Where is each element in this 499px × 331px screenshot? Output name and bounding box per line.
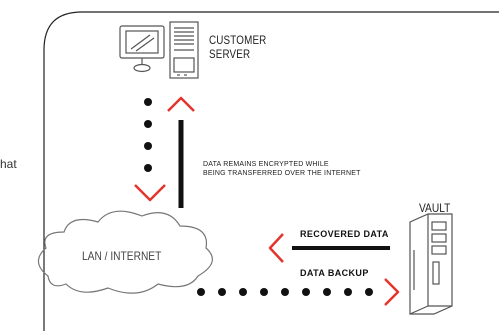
vault-label: VAULT (419, 201, 451, 215)
download-dots (144, 98, 152, 172)
server-tower-icon (169, 21, 199, 79)
encrypted-note: DATA REMAINS ENCRYPTED WHILE BEING TRANS… (203, 160, 361, 178)
up-arrow-icon (167, 96, 195, 112)
customer-label-line-1: CUSTOMER (209, 33, 267, 47)
lan-internet-label: LAN / INTERNET (82, 249, 162, 263)
cut-off-text: hat (0, 157, 17, 171)
down-arrow-icon (134, 184, 166, 202)
backup-dots (197, 288, 373, 296)
recovered-data-label: RECOVERED DATA (300, 229, 389, 239)
encrypted-note-line-2: BEING TRANSFERRED OVER THE INTERNET (203, 170, 361, 177)
data-backup-label: DATA BACKUP (300, 268, 369, 278)
encrypted-note-line-1: DATA REMAINS ENCRYPTED WHILE (203, 161, 329, 168)
customer-label-line-2: SERVER (209, 47, 251, 61)
customer-server-label: CUSTOMER SERVER (209, 34, 266, 62)
backup-arrow-icon (384, 278, 400, 306)
monitor-icon (119, 25, 165, 73)
frame-border (43, 11, 499, 331)
vault-storage-icon (409, 213, 453, 315)
recovered-arrow-icon (268, 233, 284, 263)
cloud-icon (37, 210, 213, 294)
